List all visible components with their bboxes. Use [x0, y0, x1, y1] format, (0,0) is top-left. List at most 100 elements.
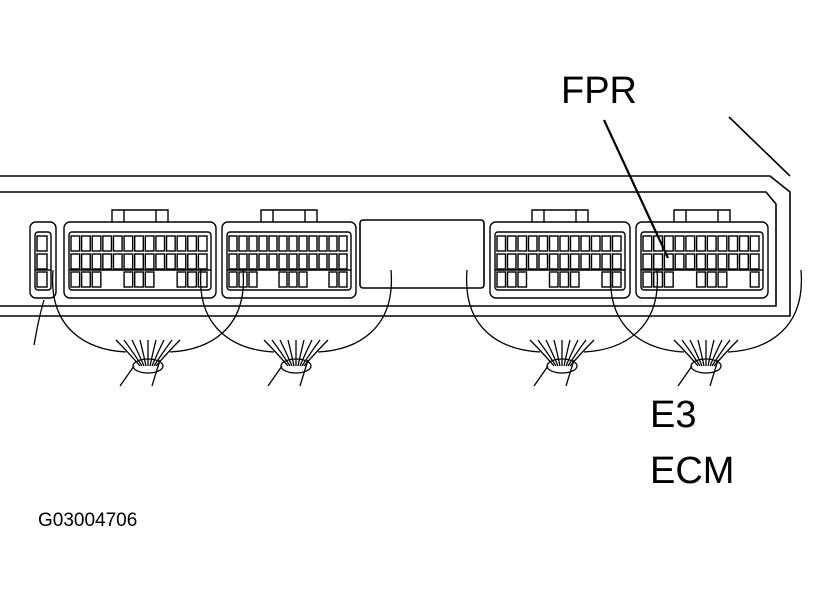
connector-pin [248, 253, 258, 270]
connector-face [34, 231, 52, 291]
connector-pin [506, 235, 517, 252]
ecm-housing-outer [0, 175, 791, 317]
connector-pin [749, 235, 760, 252]
harness-strand [553, 339, 561, 367]
connector-pin [517, 253, 528, 270]
harness-strand [131, 339, 145, 367]
connector-pin [268, 253, 278, 270]
connector-pin [155, 235, 166, 252]
connector-pin [278, 235, 288, 252]
connector-pin [695, 235, 707, 252]
connector-pin [674, 235, 685, 252]
harness-strand [569, 339, 595, 367]
connector-pin [91, 271, 102, 288]
connector-pin [338, 271, 348, 288]
connector-pin [91, 235, 102, 252]
connector-pin [496, 271, 507, 288]
harness-strand [139, 339, 147, 367]
connector-pin [674, 253, 685, 270]
harness-strand [149, 339, 157, 367]
harness-strand [303, 339, 329, 367]
connector-pin [517, 271, 528, 288]
connector-pin [123, 235, 134, 252]
connector-pin [197, 235, 208, 252]
harness-sleeve [677, 359, 719, 387]
connector-pin [728, 235, 739, 252]
harness-strand [709, 339, 723, 367]
connector-pin [288, 271, 298, 288]
harness-sleeve-end [546, 358, 578, 374]
connector-pin [611, 235, 622, 252]
connector-pin [144, 235, 155, 252]
connector-pin [601, 271, 612, 288]
connector-pin [496, 235, 507, 252]
connector-pin [685, 253, 696, 270]
connector-pin [176, 253, 187, 270]
harness-strand [567, 339, 587, 367]
connector-pin [91, 253, 102, 270]
connector-pin [144, 253, 155, 270]
connector-pin [298, 253, 308, 270]
harness-strand [529, 339, 555, 367]
connector-pin [749, 271, 760, 288]
connector-shell [489, 221, 631, 299]
harness-strand [123, 339, 143, 367]
connector-shell [635, 221, 769, 299]
connector-pin [663, 253, 674, 270]
connector-pin [538, 235, 549, 252]
connector-pin [238, 235, 248, 252]
connector-latch [673, 209, 731, 222]
connector-face [640, 231, 764, 291]
harness-strand [115, 339, 141, 367]
connector-pin [36, 271, 48, 288]
harness-strand [287, 339, 295, 367]
connector-pin [611, 253, 622, 270]
wire-harness-e3 [610, 269, 802, 387]
harness-strand [271, 339, 291, 367]
connector-pin [328, 235, 338, 252]
ecm-label: ECM [650, 450, 735, 492]
connector-pin [328, 253, 338, 270]
connector-pin [36, 235, 48, 252]
connector-pin [328, 271, 338, 288]
connector-pin [123, 271, 134, 288]
harness-wire [52, 269, 127, 353]
connector-shell [63, 221, 217, 299]
connector-pin [569, 253, 580, 270]
connector-pin [123, 253, 134, 270]
connector-pin [165, 235, 176, 252]
connector-face [494, 231, 626, 291]
connector-pin [569, 235, 580, 252]
harness-sleeve [267, 359, 309, 387]
connector-pin [538, 253, 549, 270]
harness-sleeve-end [132, 358, 164, 374]
connector-pin [318, 235, 328, 252]
wire-harness-3 [466, 269, 658, 387]
connector-pin [706, 271, 717, 288]
harness-strand [297, 339, 305, 367]
connector-pin [298, 235, 308, 252]
harness-wire [169, 269, 244, 353]
connector-2 [221, 209, 357, 299]
connector-pin [80, 253, 91, 270]
connector-pin [717, 271, 728, 288]
harness-wire [317, 269, 392, 353]
harness-wire [200, 269, 275, 353]
connector-pin [187, 253, 198, 270]
connector-pin [653, 271, 664, 288]
fpr-callout-label: FPR [561, 70, 637, 112]
harness-strand [301, 339, 321, 367]
harness-strand [689, 339, 703, 367]
harness-strand [299, 339, 313, 367]
connector-pin [112, 253, 123, 270]
harness-wire-partial [33, 299, 45, 346]
connector-pin [165, 253, 176, 270]
connector-pin [238, 253, 248, 270]
connector-pin [197, 253, 208, 270]
connector-shell [221, 221, 357, 299]
harness-strand [263, 339, 289, 367]
connector-pin [590, 235, 601, 252]
connector-pin [527, 235, 538, 252]
connector-pin [70, 253, 81, 270]
